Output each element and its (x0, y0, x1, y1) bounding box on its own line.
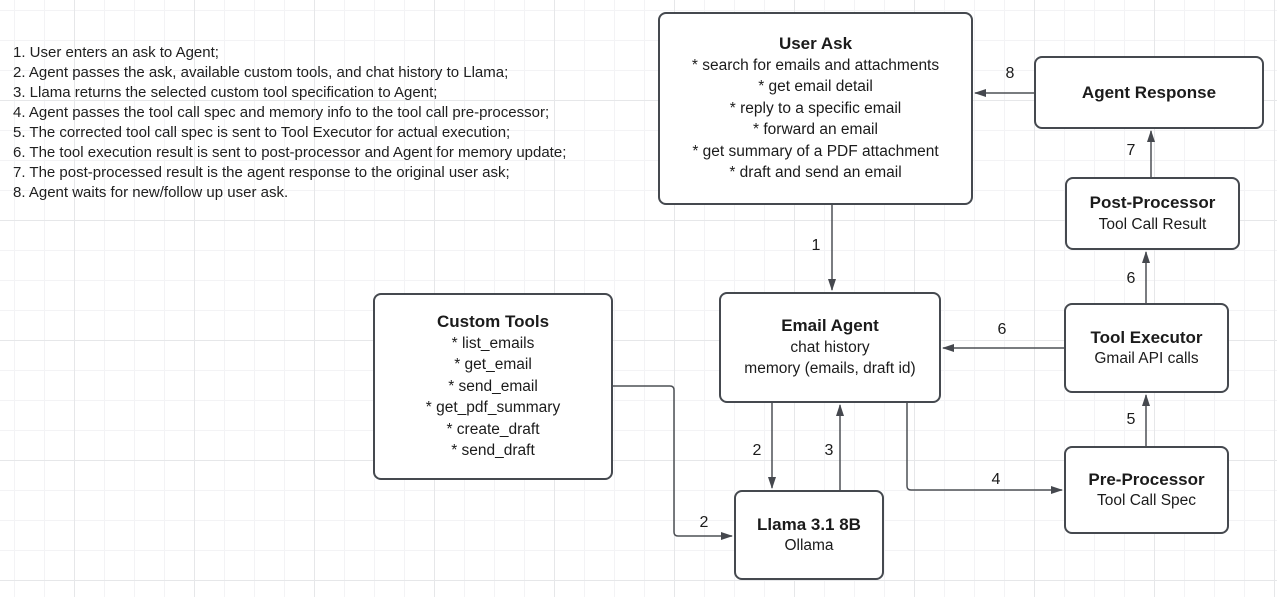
node-email-agent-line: memory (emails, draft id) (744, 360, 916, 378)
node-user-ask[interactable]: User Ask * search for emails and attachm… (658, 12, 973, 205)
edge-label-4[interactable]: 4 (991, 471, 1001, 488)
node-custom-tools-item: * get_pdf_summary (425, 399, 561, 417)
node-post-processor-subtitle: Tool Call Result (1098, 215, 1207, 233)
node-llama-subtitle: Ollama (784, 537, 834, 554)
node-email-agent-line: chat history (790, 338, 870, 356)
node-tool-executor[interactable]: Tool Executor Gmail API calls (1064, 303, 1229, 393)
node-user-ask-title: User Ask (778, 34, 853, 54)
workflow-notes[interactable]: 1. User enters an ask to Agent; 2. Agent… (13, 43, 658, 203)
node-custom-tools[interactable]: Custom Tools * list_emails * get_email *… (373, 293, 613, 480)
node-llama[interactable]: Llama 3.1 8B Ollama (734, 490, 884, 580)
node-user-ask-item: * forward an email (753, 121, 878, 139)
node-custom-tools-item: * send_email (448, 377, 538, 395)
edge-label-6a[interactable]: 6 (997, 321, 1007, 338)
node-custom-tools-item: * list_emails (451, 334, 535, 352)
note-line-1: 1. User enters an ask to Agent; (13, 44, 219, 61)
edge-label-6b[interactable]: 6 (1126, 270, 1136, 287)
node-user-ask-item: * draft and send an email (729, 164, 902, 182)
node-llama-title: Llama 3.1 8B (757, 514, 861, 534)
edge-label-7[interactable]: 7 (1126, 142, 1136, 159)
edge-label-5[interactable]: 5 (1126, 411, 1136, 428)
note-line-7: 7. The post-processed result is the agen… (13, 164, 510, 181)
edge-label-8[interactable]: 8 (1005, 65, 1015, 82)
note-line-5: 5. The corrected tool call spec is sent … (13, 124, 511, 141)
node-custom-tools-item: * send_draft (451, 442, 535, 460)
node-custom-tools-title: Custom Tools (436, 312, 550, 332)
edge-label-3[interactable]: 3 (824, 442, 834, 459)
node-post-processor-title: Post-Processor (1089, 193, 1216, 212)
node-user-ask-item: * get summary of a PDF attachment (692, 142, 939, 160)
note-line-4: 4. Agent passes the tool call spec and m… (13, 104, 550, 121)
node-email-agent[interactable]: Email Agent chat history memory (emails,… (719, 292, 941, 403)
node-user-ask-item: * get email detail (758, 78, 873, 96)
node-pre-processor-subtitle: Tool Call Spec (1096, 492, 1197, 509)
note-line-8: 8. Agent waits for new/follow up user as… (13, 184, 289, 201)
node-agent-response-title: Agent Response (1081, 82, 1217, 102)
node-tool-executor-subtitle: Gmail API calls (1094, 350, 1199, 367)
node-user-ask-item: * search for emails and attachments (691, 56, 940, 74)
node-custom-tools-item: * get_email (454, 356, 532, 374)
node-agent-response[interactable]: Agent Response (1034, 56, 1264, 129)
edge-custom-tools-to-llama[interactable] (613, 385, 733, 540)
node-pre-processor[interactable]: Pre-Processor Tool Call Spec (1064, 446, 1229, 534)
node-email-agent-title: Email Agent (781, 316, 879, 336)
note-line-3: 3. Llama returns the selected custom too… (13, 84, 438, 101)
node-post-processor[interactable]: Post-Processor Tool Call Result (1065, 177, 1240, 250)
node-pre-processor-title: Pre-Processor (1088, 469, 1205, 489)
edge-email-agent-to-pre-processor[interactable] (906, 403, 1063, 494)
note-line-6: 6. The tool execution result is sent to … (13, 144, 567, 161)
node-tool-executor-title: Tool Executor (1090, 327, 1203, 347)
node-custom-tools-item: * create_draft (446, 420, 540, 438)
edge-label-2b[interactable]: 2 (699, 514, 709, 531)
edge-label-2a[interactable]: 2 (752, 442, 762, 459)
note-line-2: 2. Agent passes the ask, available custo… (13, 64, 509, 81)
node-user-ask-item: * reply to a specific email (729, 99, 902, 117)
edge-label-1[interactable]: 1 (811, 237, 821, 254)
